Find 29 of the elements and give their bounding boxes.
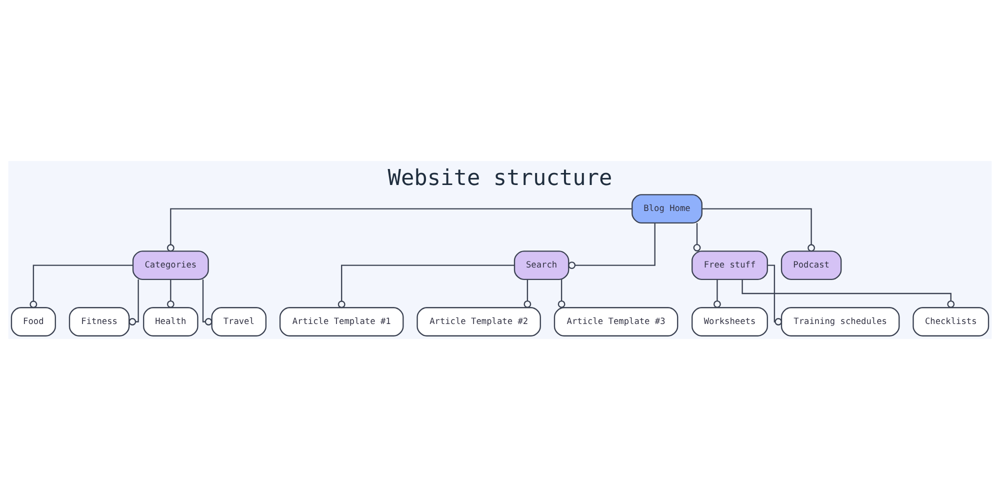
node-box: Food [10, 307, 56, 336]
node-box: Worksheets [692, 307, 768, 336]
connector [713, 280, 721, 308]
connector [524, 280, 532, 308]
connector [202, 280, 212, 326]
node-box: Health [143, 307, 198, 336]
connector [166, 208, 632, 252]
node-box: Checklists [912, 307, 990, 336]
node-box: Article Template #3 [554, 307, 678, 336]
node-box: Blog Home [632, 194, 702, 224]
connector [568, 223, 656, 270]
node-box: Free stuff [692, 250, 768, 280]
connector [558, 280, 566, 308]
connector [702, 208, 816, 252]
connector [767, 264, 782, 326]
connector [128, 280, 139, 326]
connector [166, 280, 174, 308]
node-box: Article Template #2 [416, 307, 541, 336]
diagram-title: Website structure [388, 166, 612, 191]
connector [338, 264, 514, 308]
node-box: Travel [211, 307, 267, 336]
connector [693, 223, 701, 252]
connector [30, 264, 133, 308]
node-box: Search [514, 250, 570, 280]
node-box: Article Template #1 [279, 307, 404, 336]
node-box: Podcast [780, 250, 842, 280]
node-box: Fitness [68, 307, 130, 336]
node-box: Training schedules [780, 307, 900, 336]
node-box: Categories [132, 250, 209, 280]
